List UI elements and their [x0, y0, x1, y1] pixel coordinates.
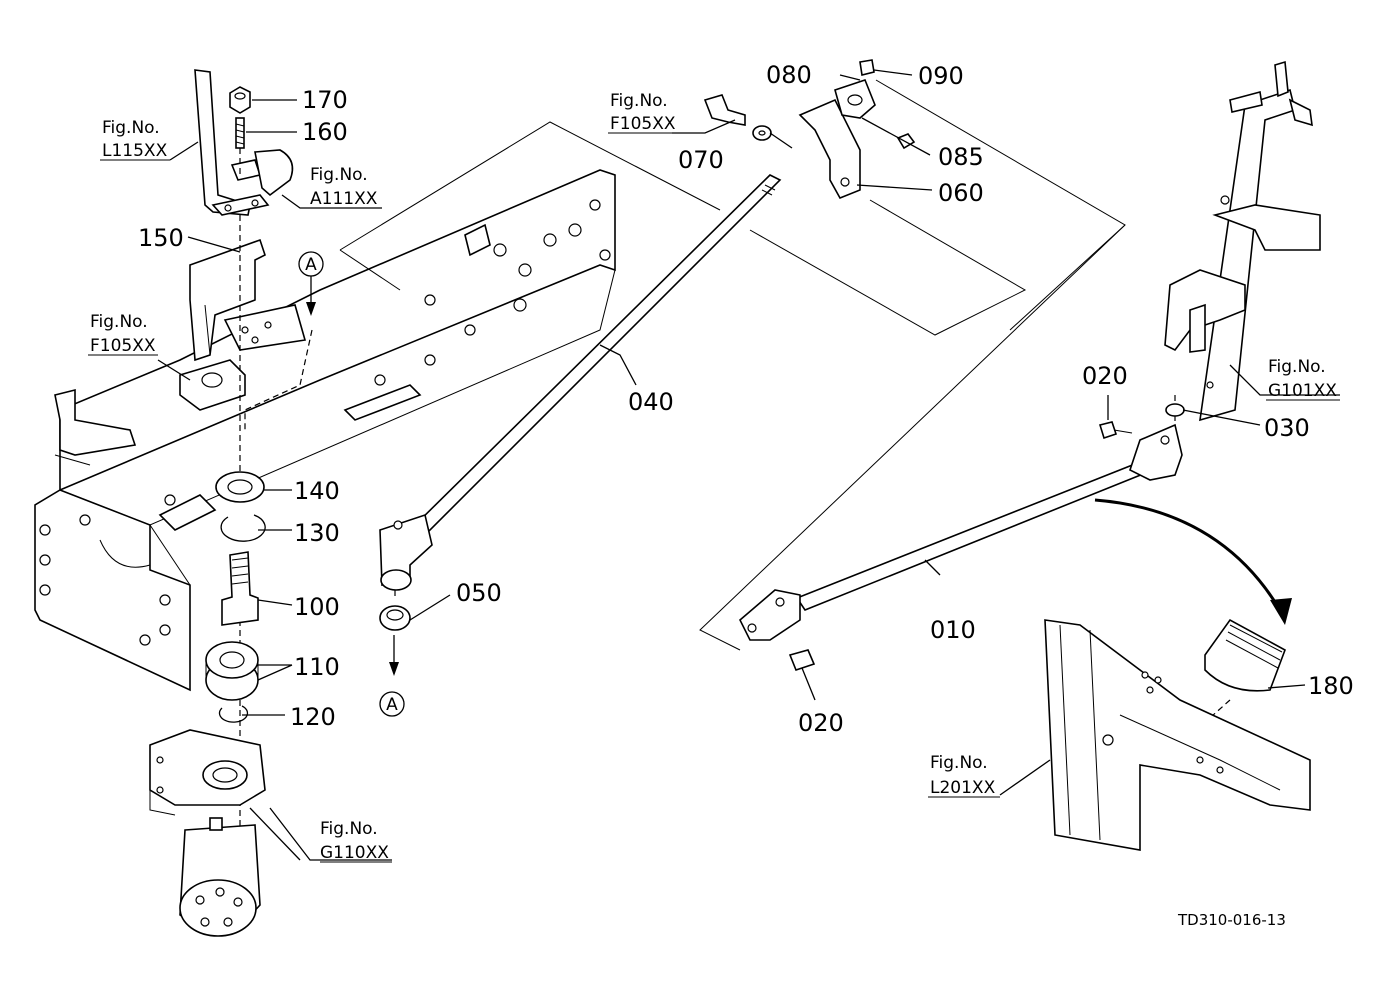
nut-085	[896, 133, 916, 150]
marker-a-bottom: A	[379, 635, 405, 717]
bolt-090	[859, 59, 875, 76]
upper-joint-010	[1129, 423, 1183, 481]
steering-valve-bracket	[149, 729, 266, 816]
boot-180	[1204, 618, 1286, 692]
label-010: 010	[930, 616, 976, 644]
bolt-020-lower	[788, 649, 816, 671]
figref-l201-label: Fig.No.	[930, 753, 988, 773]
shaft-100	[221, 551, 259, 626]
bearing-110	[205, 641, 259, 701]
figref-f105-top-code: F105XX	[610, 114, 676, 134]
shaft-010	[795, 461, 1150, 611]
label-070: 070	[678, 146, 724, 174]
figref-g110-code: G110XX	[320, 843, 389, 863]
label-140: 140	[294, 477, 340, 505]
universal-joint-040	[379, 513, 433, 591]
figref-l201-code: L201XX	[930, 778, 996, 798]
flange-bearing-080	[834, 79, 876, 119]
label-020-lower: 020	[798, 709, 844, 737]
label-020-upper: 020	[1082, 362, 1128, 390]
figref-g110-label: Fig.No.	[320, 819, 378, 839]
label-080: 080	[766, 61, 812, 89]
lower-joint-010	[739, 589, 801, 641]
label-090: 090	[918, 62, 964, 90]
bolt-020-upper	[1098, 421, 1133, 440]
label-100: 100	[294, 593, 340, 621]
steering-valve-unit	[179, 817, 261, 937]
figref-a111-code: A111XX	[310, 189, 378, 209]
assembly-arrow	[1094, 498, 1292, 625]
figref-g101-code: G101XX	[1268, 381, 1337, 401]
bolt-070	[703, 94, 746, 126]
label-110: 110	[294, 653, 340, 681]
washer-030	[1165, 403, 1185, 417]
figref-l115-label: Fig.No.	[102, 118, 160, 138]
washer-070	[752, 125, 772, 141]
bushing-050	[379, 605, 411, 631]
dash-panel	[1044, 619, 1311, 851]
label-130: 130	[294, 519, 340, 547]
bracket-150	[179, 238, 307, 411]
label-040: 040	[628, 388, 674, 416]
snap-ring-130	[220, 514, 266, 542]
figref-l115-code: L115XX	[102, 141, 168, 161]
label-160: 160	[302, 118, 348, 146]
label-150: 150	[138, 224, 184, 252]
marker-a-bottom-text: A	[386, 695, 398, 715]
lever-arm	[194, 69, 294, 216]
washer-140	[215, 471, 265, 503]
bracket-060	[798, 98, 861, 200]
nut-170	[229, 86, 251, 114]
figref-a111-label: Fig.No.	[310, 165, 368, 185]
steering-column	[1164, 60, 1321, 422]
label-180: 180	[1308, 672, 1354, 700]
drawing-code: TD310-016-13	[1177, 911, 1286, 929]
label-030: 030	[1264, 414, 1310, 442]
figref-g101-label: Fig.No.	[1268, 357, 1326, 377]
label-120: 120	[290, 703, 336, 731]
leader-lines	[157, 69, 1340, 861]
label-050: 050	[456, 579, 502, 607]
reference-lines	[339, 79, 1126, 651]
figref-f105-left-code: F105XX	[90, 336, 156, 356]
figref-f105-left-label: Fig.No.	[90, 312, 148, 332]
label-085: 085	[938, 143, 984, 171]
snap-ring-120	[218, 705, 249, 723]
marker-a-top-text: A	[305, 255, 317, 275]
label-170: 170	[302, 86, 348, 114]
stud-160	[235, 117, 245, 149]
figref-underlines	[88, 132, 1340, 863]
marker-a-top: A	[298, 251, 324, 316]
figref-f105-top-label: Fig.No.	[610, 91, 668, 111]
label-060: 060	[938, 179, 984, 207]
